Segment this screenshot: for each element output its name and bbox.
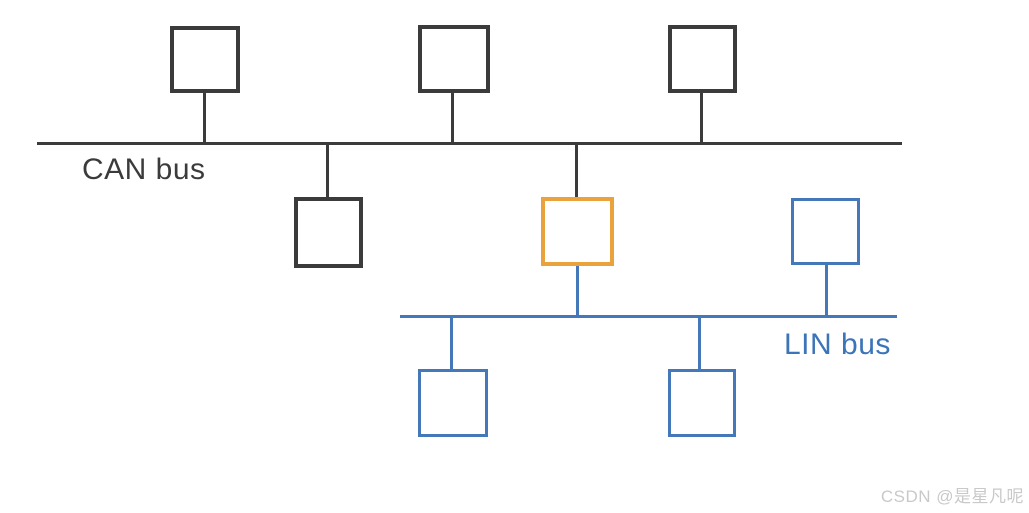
can-node-2-drop <box>451 91 454 145</box>
can-node-2 <box>418 25 490 93</box>
can-node-4-drop <box>326 144 329 199</box>
can-node-3 <box>668 25 737 93</box>
lin-node-2 <box>418 369 488 437</box>
watermark-text: CSDN @是星凡呢 <box>880 487 1024 506</box>
lin-node-1 <box>791 198 860 265</box>
can-node-4 <box>294 197 363 268</box>
lin-node-3 <box>668 369 736 437</box>
lin-node-2-drop <box>450 316 453 371</box>
can-node-3-drop <box>700 91 703 145</box>
can-bus-line <box>37 142 902 145</box>
can-node-1 <box>170 26 240 93</box>
can-node-1-drop <box>203 91 206 145</box>
can-bus-label: CAN bus <box>82 153 206 186</box>
gateway-lin-drop <box>576 264 579 318</box>
gateway-node <box>541 197 614 266</box>
gateway-can-drop <box>575 144 578 199</box>
lin-bus-label: LIN bus <box>784 328 891 361</box>
lin-bus-line <box>400 315 897 318</box>
lin-node-3-drop <box>698 316 701 371</box>
lin-node-1-drop <box>825 263 828 318</box>
